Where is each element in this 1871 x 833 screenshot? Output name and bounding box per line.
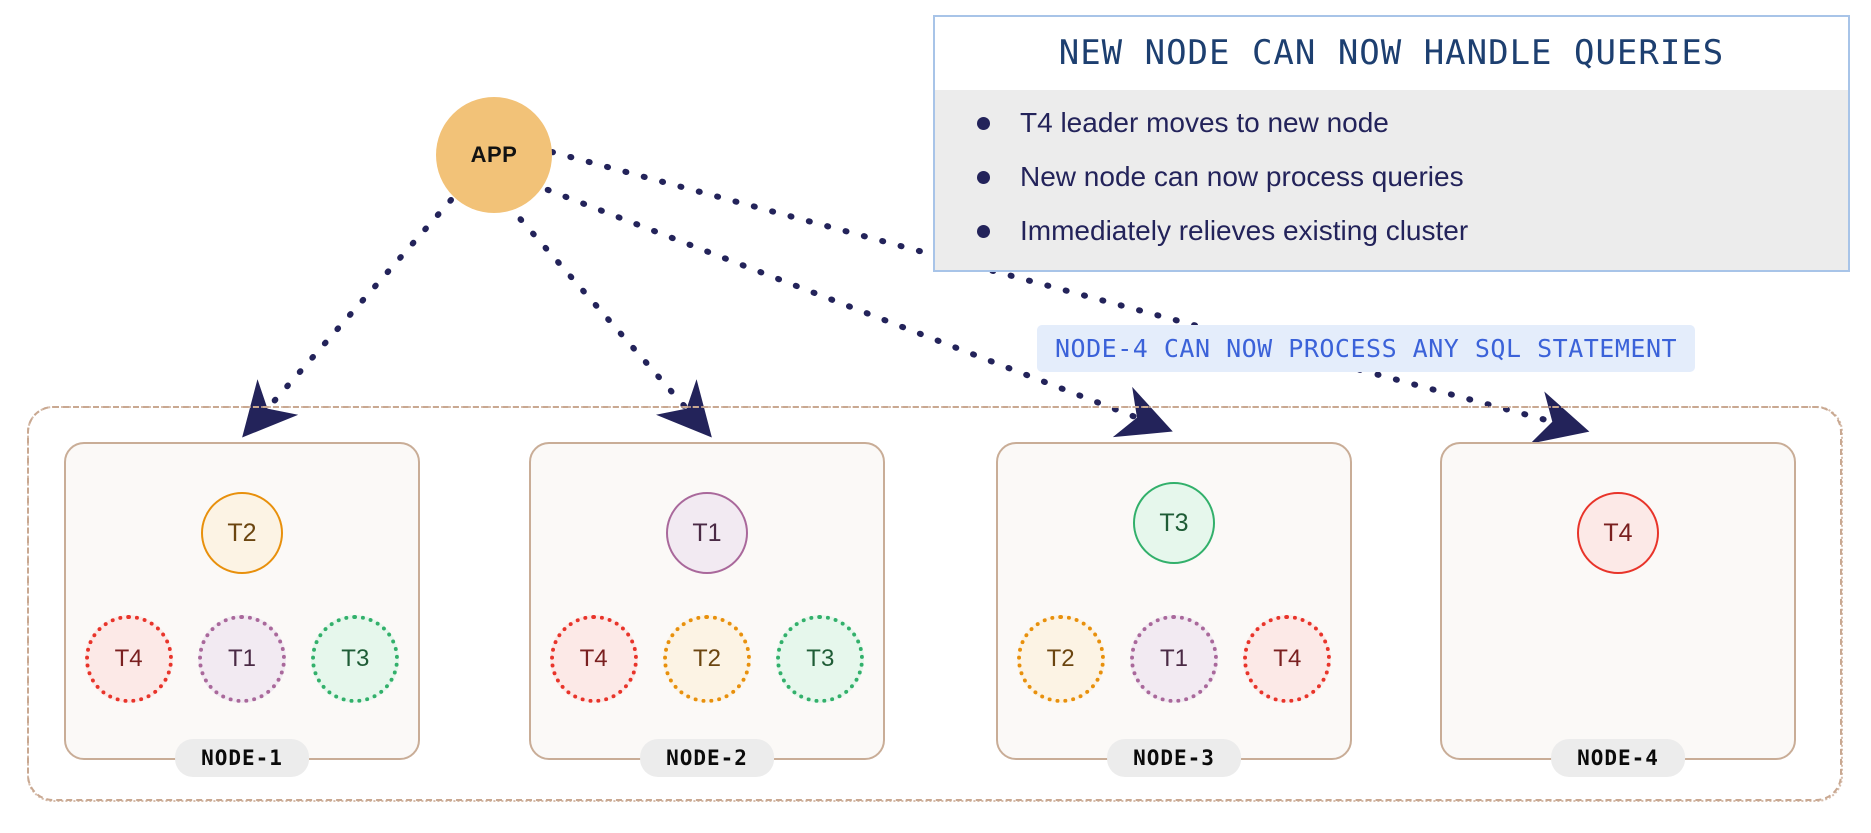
replica-tablet-label: T2 <box>692 645 721 672</box>
arrow-app-to-node1 <box>242 197 454 438</box>
node-badge: NODE-2 <box>640 739 774 777</box>
info-bullet-item: T4 leader moves to new node <box>977 100 1848 146</box>
leader-tablet-label: T2 <box>227 518 257 547</box>
app-node-label: APP <box>470 142 518 167</box>
cluster-boundary <box>26 405 1843 802</box>
replica-tablet-circle[interactable]: T3 <box>311 615 400 703</box>
app-node[interactable]: APP <box>436 97 552 213</box>
replica-tablet-label: T2 <box>1046 645 1075 672</box>
node-box-3[interactable]: T3 T2 T1 T4 NODE-3 <box>996 442 1352 777</box>
info-panel: NEW NODE CAN NOW HANDLE QUERIES T4 leade… <box>933 15 1850 272</box>
replica-tablet-label: T3 <box>806 645 835 672</box>
node-badge: NODE-3 <box>1107 739 1241 777</box>
leader-tablet-label: T1 <box>692 518 722 547</box>
info-panel-title: NEW NODE CAN NOW HANDLE QUERIES <box>935 17 1848 90</box>
node-box-1[interactable]: T2 T4 T1 T3 NODE-1 <box>64 442 420 777</box>
node-badge: NODE-4 <box>1551 739 1685 777</box>
leader-tablet-circle[interactable]: T2 <box>201 492 283 574</box>
replica-tablet-label: T1 <box>1159 645 1188 672</box>
replica-tablet-circle[interactable]: T2 <box>662 615 751 703</box>
replica-row: T2 T1 T4 <box>998 612 1350 706</box>
replica-tablet-circle[interactable]: T2 <box>1016 615 1105 703</box>
replica-tablet-circle[interactable]: T4 <box>1243 615 1332 703</box>
leader-tablet-label: T3 <box>1159 508 1189 537</box>
node-box-2[interactable]: T1 T4 T2 T3 NODE-2 <box>529 442 885 777</box>
node-box-4[interactable]: T4 NODE-4 <box>1440 442 1796 777</box>
info-bullet-text: T4 leader moves to new node <box>1020 107 1389 138</box>
info-bullet-text: Immediately relieves existing cluster <box>1020 215 1469 246</box>
info-panel-body: T4 leader moves to new node New node can… <box>935 90 1848 270</box>
node-badge: NODE-1 <box>175 739 309 777</box>
replica-row: T4 T2 T3 <box>531 612 883 706</box>
leader-tablet-circle[interactable]: T1 <box>666 492 748 574</box>
replica-tablet-circle[interactable]: T1 <box>1129 615 1218 703</box>
replica-tablet-circle[interactable]: T4 <box>549 615 638 703</box>
replica-tablet-circle[interactable]: T1 <box>197 615 286 703</box>
replica-tablet-label: T4 <box>579 645 608 672</box>
leader-tablet-label: T4 <box>1603 518 1633 547</box>
replica-tablet-label: T4 <box>1273 645 1302 672</box>
info-bullet-item: New node can now process queries <box>977 154 1848 200</box>
bullet-icon <box>977 170 990 184</box>
sql-callout: NODE-4 CAN NOW PROCESS ANY SQL STATEMENT <box>1037 325 1696 372</box>
replica-tablet-label: T3 <box>341 645 370 672</box>
replica-row: T4 T1 T3 <box>66 612 418 706</box>
replica-tablet-circle[interactable]: T4 <box>84 615 173 703</box>
leader-tablet-circle[interactable]: T3 <box>1133 482 1215 564</box>
info-bullet-item: Immediately relieves existing cluster <box>977 208 1848 254</box>
replica-tablet-label: T1 <box>227 645 256 672</box>
bullet-icon <box>977 116 990 130</box>
replica-tablet-label: T4 <box>114 645 143 672</box>
info-bullet-text: New node can now process queries <box>1020 161 1464 192</box>
bullet-icon <box>977 224 990 238</box>
replica-tablet-circle[interactable]: T3 <box>776 615 865 703</box>
arrow-app-to-node2 <box>505 202 712 438</box>
leader-tablet-circle[interactable]: T4 <box>1577 492 1659 574</box>
